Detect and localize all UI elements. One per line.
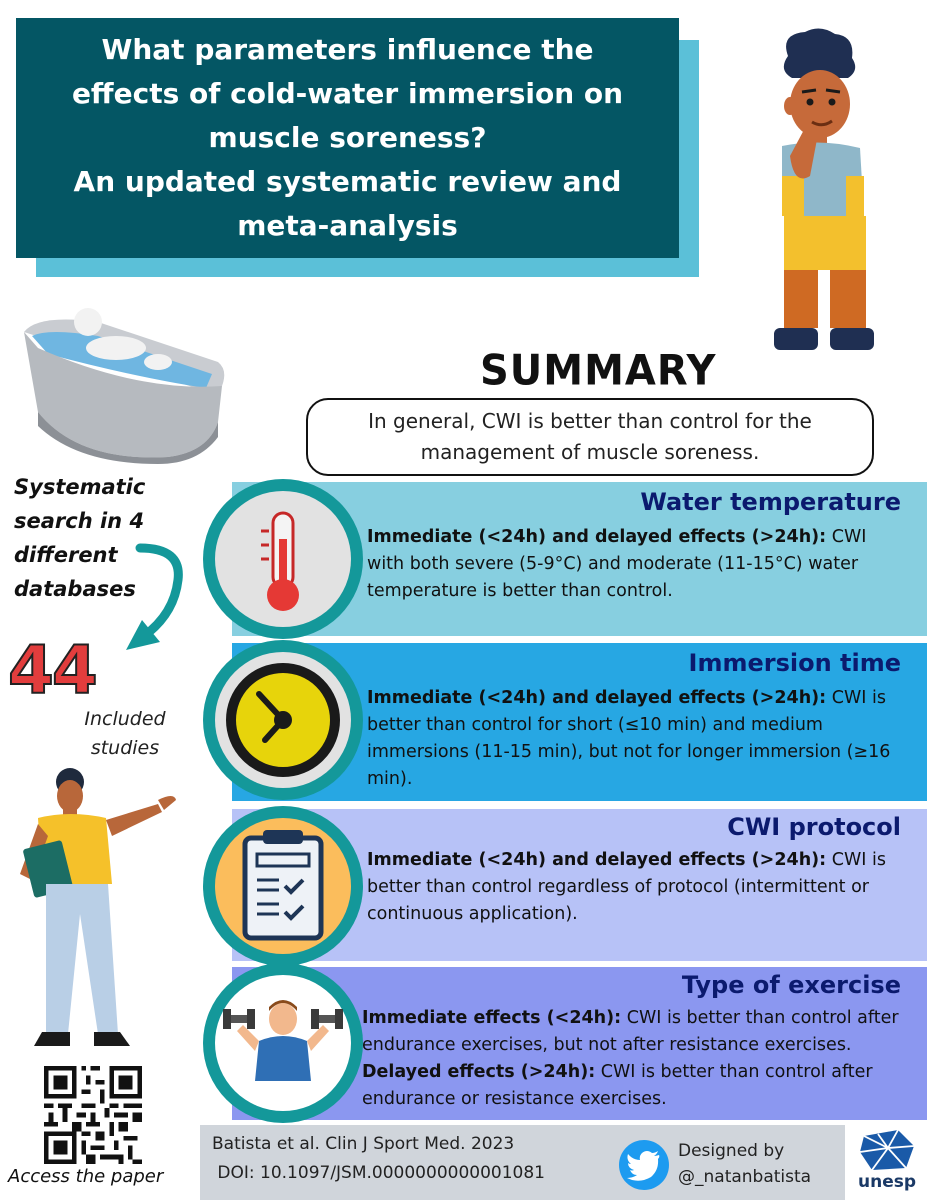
panel-water-temperature: Water temperature Immediate (<24h) and d… xyxy=(232,482,927,636)
citation-doi[interactable]: DOI: 10.1097/JSM.0000000000001081 xyxy=(212,1163,545,1183)
panel-title: Type of exercise xyxy=(681,971,901,999)
clock-badge xyxy=(203,640,363,800)
citation-journal: Batista et al. Clin J Sport Med. 2023 xyxy=(212,1134,515,1154)
twitter-icon[interactable] xyxy=(619,1140,669,1190)
dumbbell-badge xyxy=(203,963,363,1123)
panel-title: Immersion time xyxy=(688,649,901,677)
thermometer-icon xyxy=(261,511,299,611)
curved-arrow-icon xyxy=(126,543,183,650)
panel-body: Immediate (<24h) and delayed effects (>2… xyxy=(367,688,891,789)
page-title: What parameters influence the effects of… xyxy=(71,33,624,242)
panel-type-of-exercise: Type of exercise Immediate effects (<24h… xyxy=(232,967,927,1120)
bathtub-illustration xyxy=(24,308,225,464)
summary-line-1: In general, CWI is better than control f… xyxy=(368,409,812,433)
twitter-handle[interactable]: @_natanbatista xyxy=(678,1167,812,1187)
citation: Batista et al. Clin J Sport Med. 2023 DO… xyxy=(212,1130,545,1188)
thinking-boy-illustration xyxy=(774,28,874,350)
included-label: Included studies xyxy=(84,708,166,759)
panel-body: Immediate (<24h) and delayed effects (>2… xyxy=(367,527,867,601)
checklist-icon xyxy=(242,830,324,941)
panel-title: Water temperature xyxy=(640,488,901,516)
qr-label: Access the paper xyxy=(8,1166,164,1187)
included-count: 44 xyxy=(7,631,99,710)
summary-box: In general, CWI is better than control f… xyxy=(306,398,874,476)
clock-icon xyxy=(226,663,340,777)
panel-body: Immediate effects (<24h): CWI is better … xyxy=(362,1008,899,1109)
unesp-logo-icon xyxy=(859,1129,915,1171)
summary-heading: SUMMARY xyxy=(480,346,717,396)
designed-by-label: Designed by xyxy=(678,1141,785,1161)
unesp-logo-text: unesp xyxy=(858,1172,917,1192)
thermometer-badge xyxy=(203,479,363,639)
search-description: Systematic search in 4 different databas… xyxy=(14,475,146,601)
panel-body: Immediate (<24h) and delayed effects (>2… xyxy=(367,850,886,924)
designer-credit: Designed by @_natanbatista xyxy=(678,1138,811,1190)
presenter-illustration xyxy=(20,768,176,1046)
panel-title: CWI protocol xyxy=(727,813,901,841)
qr-code-icon[interactable] xyxy=(44,1066,142,1164)
title-banner: What parameters influence the effects of… xyxy=(16,18,679,258)
summary-line-2: management of muscle soreness. xyxy=(420,440,760,464)
reference-box xyxy=(200,1125,845,1200)
checklist-badge xyxy=(203,806,363,966)
weightlifter-icon xyxy=(223,1000,343,1081)
